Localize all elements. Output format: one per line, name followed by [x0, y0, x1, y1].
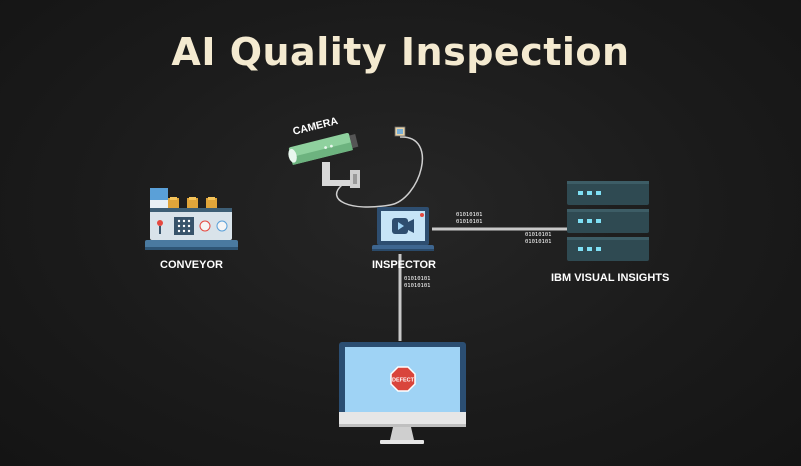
- binary-line: 01010101: [404, 276, 431, 282]
- camera-cable: [335, 136, 424, 208]
- conveyor-label: CONVEYOR: [160, 259, 223, 271]
- page-title: AI Quality Inspection: [171, 30, 630, 74]
- binary-line: 01010101: [456, 212, 483, 218]
- binary-line: 01010101: [404, 283, 431, 289]
- server-icon: [567, 181, 649, 261]
- binary-line: 01010101: [525, 232, 552, 238]
- laptop-icon: [372, 207, 434, 251]
- binary-line: 01010101: [525, 239, 552, 245]
- camera-icon: [288, 126, 406, 188]
- conveyor-icon: [145, 188, 238, 250]
- connections: [335, 136, 568, 341]
- stop-sign-icon: DEFECT: [390, 366, 416, 392]
- monitor-icon: DEFECT: [339, 342, 466, 444]
- visual-insights-label: IBM VISUAL INSIGHTS: [551, 272, 670, 284]
- defect-badge-label: DEFECT: [392, 378, 415, 384]
- binary-line: 01010101: [456, 219, 483, 225]
- inspector-label: INSPECTOR: [372, 259, 436, 271]
